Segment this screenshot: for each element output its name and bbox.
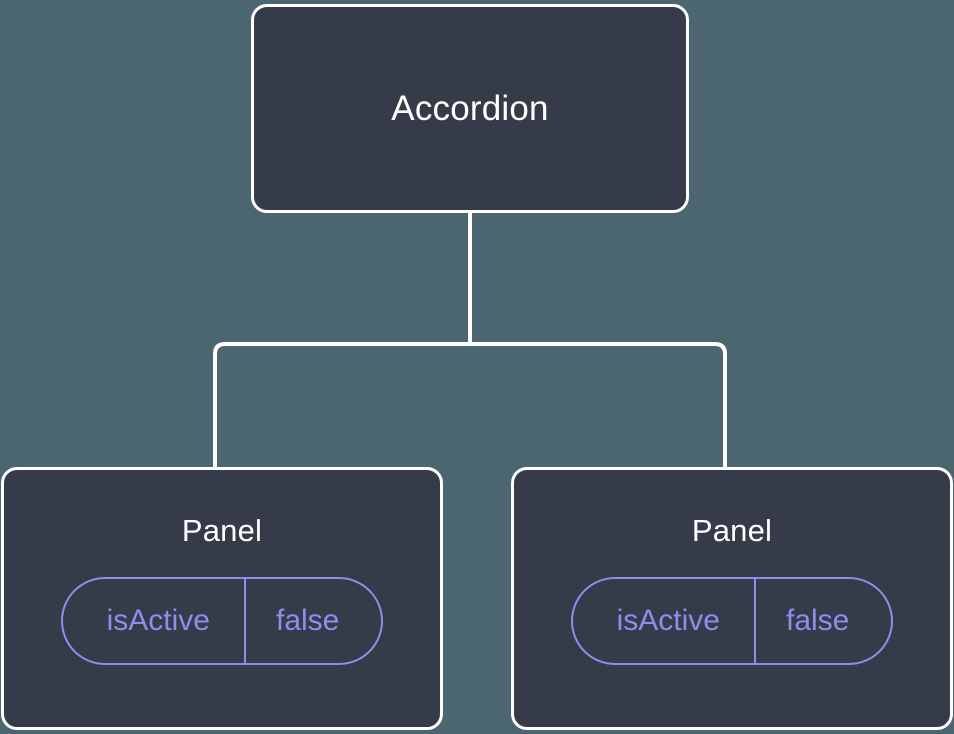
node-label: Panel	[691, 513, 773, 548]
node-label: Panel	[181, 513, 263, 548]
prop-key: isActive	[616, 604, 720, 637]
prop-value: false	[243, 579, 381, 663]
tree-node-accordion[interactable]: Accordion	[251, 4, 689, 213]
prop-key: isActive	[106, 604, 210, 637]
edge-bus-to-children	[213, 342, 727, 470]
node-label: Accordion	[391, 88, 549, 128]
prop-badge-isactive[interactable]: isActive false	[60, 577, 384, 665]
tree-node-panel-1[interactable]: Panel isActive false	[1, 467, 443, 730]
prop-value: false	[753, 579, 891, 663]
tree-node-panel-2[interactable]: Panel isActive false	[511, 467, 953, 730]
prop-badge-isactive[interactable]: isActive false	[570, 577, 894, 665]
